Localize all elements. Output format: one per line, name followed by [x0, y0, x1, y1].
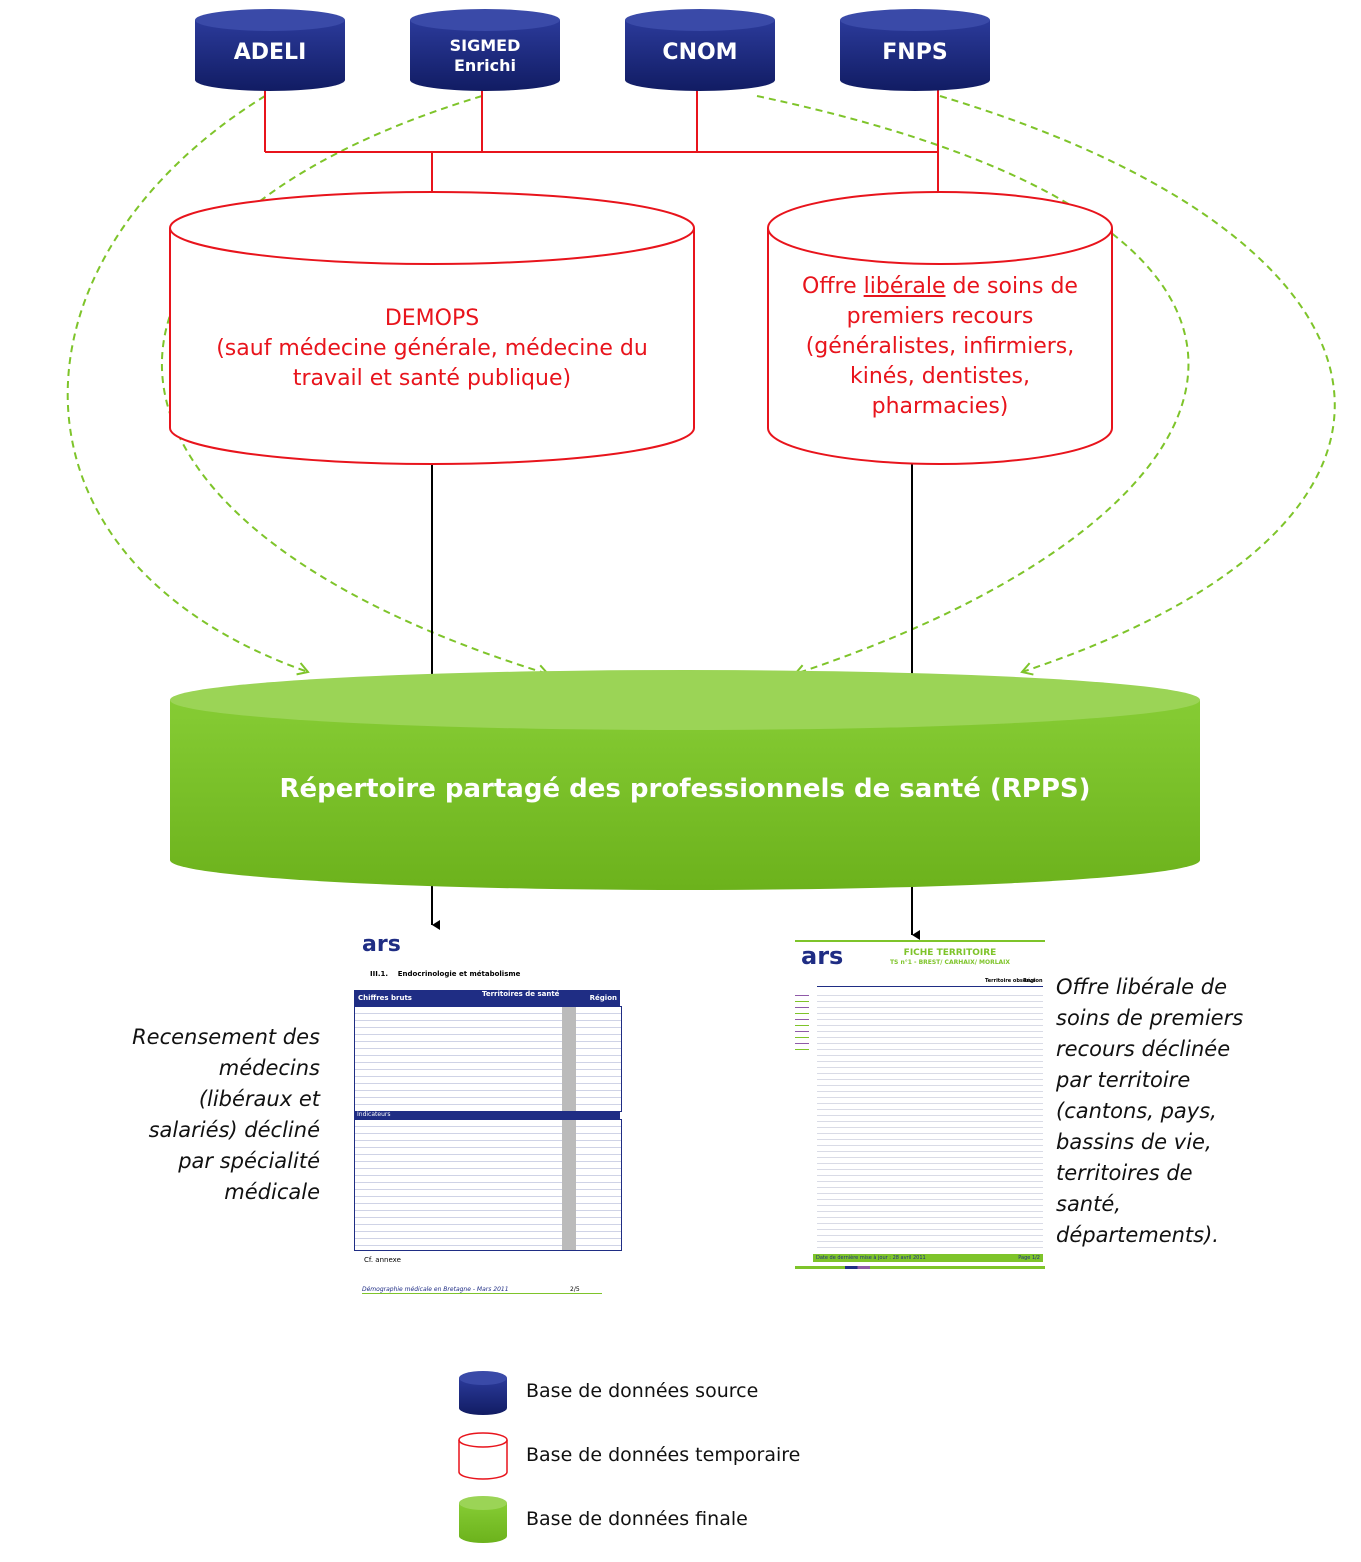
doc-thumbnail-territory: ars FICHE TERRITOIRE TS n°1 - BREST/ CAR…	[795, 940, 1045, 1275]
doc-left-footer: Démographie médicale en Bretagne - Mars …	[362, 1286, 509, 1293]
doc-left-table-header: Chiffres bruts Territoires de santé Régi…	[354, 990, 620, 1006]
legend-label-temporary: Base de données temporaire	[526, 1444, 801, 1466]
doc-right-title: FICHE TERRITOIRE	[903, 948, 997, 958]
rpps-label: Répertoire partagé des professionnels de…	[279, 774, 1091, 804]
caption-left-line: médicale	[224, 1180, 320, 1204]
caption-right-line: par territoire	[1056, 1068, 1191, 1092]
legend-icon-final	[459, 1496, 507, 1543]
caption-right-line: bassins de vie,	[1056, 1130, 1212, 1154]
doc-left-grey-col	[562, 1007, 576, 1111]
caption-left-line: (libéraux et	[198, 1087, 320, 1111]
source-label-cnom: CNOM	[662, 40, 738, 65]
source-db-sigmed	[410, 9, 560, 91]
ars-logo-right: ars	[801, 942, 844, 970]
demops-label: DEMOPS (sauf médecine générale, médecine…	[180, 304, 684, 394]
doc-left-head-left: Chiffres bruts	[358, 994, 412, 1002]
offre-line1: Offre libérale de soins de	[772, 272, 1108, 302]
caption-right-line: territoires de	[1056, 1161, 1193, 1185]
caption-left: Recensement des médecins (libéraux et sa…	[80, 1022, 320, 1208]
caption-right-line: santé,	[1056, 1192, 1121, 1216]
source-db-adeli	[195, 9, 345, 91]
caption-right-line: (cantons, pays,	[1056, 1099, 1217, 1123]
caption-right-line: départements).	[1056, 1223, 1219, 1247]
dashed-links	[66, 95, 1336, 678]
source-db-cnom	[625, 9, 775, 91]
source-label-sigmed: SIGMED Enrichi	[410, 36, 560, 76]
legend-label-final: Base de données finale	[526, 1508, 748, 1530]
caption-left-line: salariés) décliné	[148, 1118, 320, 1142]
doc-right-subtitle: TS n°1 - BREST/ CARHAIX/ MORLAIX	[889, 959, 1011, 966]
doc-left-table-body	[354, 1006, 622, 1112]
doc-right-col1: Territoire observé	[985, 978, 1036, 984]
temp-db-offre	[767, 191, 1113, 465]
sigmed-line1: SIGMED	[449, 36, 521, 55]
doc-right-bottom-bar	[795, 1266, 1045, 1269]
demops-line1: DEMOPS	[384, 306, 480, 331]
doc-right-footer-page: Page 1/2	[1018, 1255, 1040, 1261]
caption-right-line: soins de premiers	[1056, 1006, 1244, 1030]
offre-label: Offre libérale de soins de premiers reco…	[772, 272, 1108, 422]
source-label-fnps: FNPS	[882, 40, 948, 65]
doc-right-body	[817, 990, 1043, 1252]
doc-right-col2: Région	[1023, 978, 1043, 984]
doc-left-grey-col-2	[562, 1120, 576, 1250]
caption-right: Offre libérale de soins de premiers reco…	[1056, 972, 1356, 1251]
doc-left-indicators-bar: Indicateurs	[354, 1111, 620, 1119]
doc-thumbnail-specialty: ars III.1. Endocrinologie et métabolisme…	[332, 930, 622, 1302]
offre-line2: premiers recours	[846, 304, 1034, 329]
temp-db-demops	[169, 191, 695, 465]
offre-line1-post: de soins de	[945, 274, 1078, 299]
sigmed-line2: Enrichi	[453, 56, 517, 75]
doc-left-note: Cf. annexe	[364, 1256, 401, 1264]
ars-logo: ars	[362, 932, 401, 957]
caption-right-line: Offre libérale de	[1056, 975, 1228, 999]
source-label-adeli: ADELI	[233, 40, 307, 65]
caption-right-line: recours déclinée	[1056, 1037, 1231, 1061]
doc-left-section: III.1. Endocrinologie et métabolisme	[370, 970, 521, 978]
doc-right-top-bar	[795, 940, 1045, 942]
offre-line1-pre: Offre	[802, 274, 864, 299]
red-connectors	[264, 88, 946, 203]
doc-left-footer-page: 2/5	[570, 1286, 580, 1293]
doc-right-side-marks	[795, 990, 809, 1050]
doc-right-footer: Date de dernière mise à jour : 28 avril …	[816, 1255, 926, 1261]
doc-right-col-header: Territoire observé Région	[817, 976, 1043, 987]
caption-left-line: par spécialité	[178, 1149, 320, 1173]
legend-icon-temporary	[458, 1432, 508, 1480]
legend-label-source: Base de données source	[526, 1380, 759, 1402]
doc-left-head-mid: Territoires de santé	[482, 990, 560, 998]
demops-line3: travail et santé publique)	[292, 366, 572, 391]
offre-line5: pharmacies)	[871, 394, 1009, 419]
doc-left-head-right: Région	[589, 994, 617, 1002]
doc-left-indicators-body	[354, 1119, 622, 1251]
offre-line1-underlined: libérale	[863, 274, 946, 299]
source-db-fnps	[840, 9, 990, 91]
offre-line4: kinés, dentistes,	[849, 364, 1031, 389]
caption-left-line: Recensement des	[132, 1025, 320, 1049]
legend-icon-source	[459, 1371, 507, 1415]
final-db-rpps	[170, 670, 1200, 890]
caption-left-line: médecins	[218, 1056, 320, 1080]
doc-left-footer-line	[362, 1293, 602, 1294]
doc-right-footer-bar: Date de dernière mise à jour : 28 avril …	[813, 1254, 1043, 1262]
offre-line3: (généralistes, infirmiers,	[805, 334, 1075, 359]
demops-line2: (sauf médecine générale, médecine du	[216, 336, 648, 361]
